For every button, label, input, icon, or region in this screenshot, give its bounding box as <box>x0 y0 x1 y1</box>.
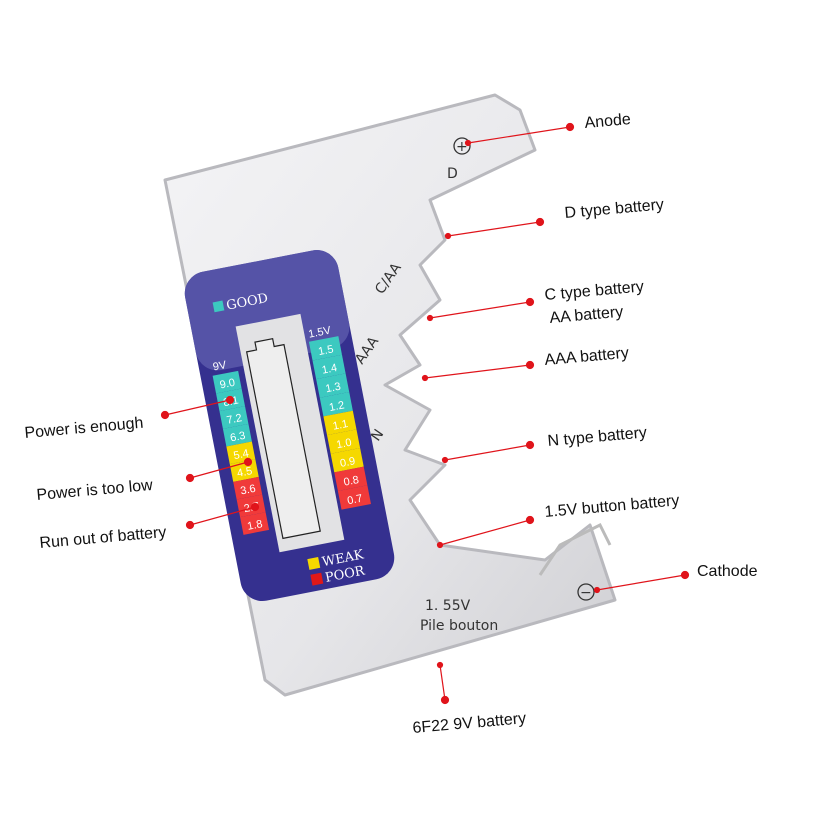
svg-text:5.4: 5.4 <box>233 447 250 462</box>
svg-text:4.5: 4.5 <box>236 465 253 480</box>
svg-text:6.3: 6.3 <box>229 430 246 445</box>
right-scale-cell-poor: 0.7 <box>337 485 371 510</box>
button-clip <box>538 522 612 576</box>
leader-n <box>441 440 535 464</box>
svg-text:1.0: 1.0 <box>335 437 352 452</box>
slot-d-label: D <box>447 166 458 182</box>
leader-cathode <box>593 570 690 594</box>
left-scale-header: 9V <box>212 359 228 373</box>
right-scale-cell-poor: 0.8 <box>334 466 368 492</box>
callout-c-type: C type battery <box>544 278 645 304</box>
right-scale-cell-good: 1.3 <box>316 373 350 398</box>
callout-aaa: AAA battery <box>544 345 630 369</box>
svg-text:1.1: 1.1 <box>332 418 349 433</box>
right-scale-cell-weak: 1.0 <box>327 429 361 454</box>
right-scale-header: 1.5V <box>307 324 332 340</box>
svg-text:1.2: 1.2 <box>328 399 345 414</box>
callout-d-type: D type battery <box>564 196 665 222</box>
right-scale-cell-good: 1.5 <box>308 336 342 361</box>
meter-panel: GOOD 9V 1.5V 9.08.17.26.35.44.53.62.71.8… <box>184 250 395 602</box>
right-scale-cell-good: 1.2 <box>319 392 353 417</box>
svg-text:7.2: 7.2 <box>226 412 243 427</box>
leader-run-out <box>185 502 260 530</box>
leader-9v <box>436 661 450 705</box>
callout-anode: Anode <box>584 111 632 132</box>
callout-button: 1.5V button battery <box>544 492 680 521</box>
leader-anode <box>464 122 575 147</box>
svg-text:3.6: 3.6 <box>239 483 256 498</box>
left-scale-cell-poor: 3.6 <box>233 476 263 500</box>
weak-swatch <box>307 557 321 570</box>
callout-run-out: Run out of battery <box>39 524 167 552</box>
left-scale-cell-poor: 1.8 <box>240 512 270 535</box>
svg-text:1.5: 1.5 <box>317 343 334 358</box>
svg-text:0.7: 0.7 <box>346 493 363 508</box>
svg-text:1.3: 1.3 <box>325 381 342 396</box>
battery-outline-icon <box>245 337 321 540</box>
leader-c-aa <box>426 297 535 322</box>
svg-text:9.0: 9.0 <box>219 377 236 392</box>
good-swatch <box>212 300 225 313</box>
left-scale-cell-good: 6.3 <box>222 423 252 447</box>
callout-power-low: Power is too low <box>36 477 154 504</box>
leader-aaa <box>421 360 535 382</box>
svg-text:1.8: 1.8 <box>246 518 263 533</box>
right-scale-cell-good: 1.4 <box>312 354 346 380</box>
leader-d <box>444 217 545 240</box>
svg-text:0.8: 0.8 <box>343 474 360 489</box>
callout-cathode: Cathode <box>697 563 758 580</box>
anode-icon: + <box>453 137 471 155</box>
leader-power-low <box>185 457 253 483</box>
svg-text:+: + <box>456 139 468 155</box>
leader-power-enough <box>160 395 235 420</box>
svg-text:0.9: 0.9 <box>339 455 356 470</box>
left-scale-cell-good: 9.0 <box>212 370 242 394</box>
cathode-icon: − <box>577 583 595 601</box>
svg-text:−: − <box>580 585 592 601</box>
callout-9v: 6F22 9V battery <box>412 710 527 737</box>
leader-button <box>436 515 535 549</box>
callout-n-type: N type battery <box>547 424 648 450</box>
callout-power-enough: Power is enough <box>24 415 144 442</box>
button-cell-label: Pile bouton <box>420 618 498 634</box>
svg-text:1.4: 1.4 <box>321 362 338 377</box>
poor-swatch <box>310 572 324 586</box>
callout-aa: AA battery <box>549 304 624 327</box>
left-scale-cell-good: 7.2 <box>219 406 249 429</box>
right-scale-cell-weak: 1.1 <box>323 410 357 436</box>
button-voltage-label: 1. 55V <box>425 598 471 614</box>
right-scale-cell-weak: 0.9 <box>330 447 364 473</box>
